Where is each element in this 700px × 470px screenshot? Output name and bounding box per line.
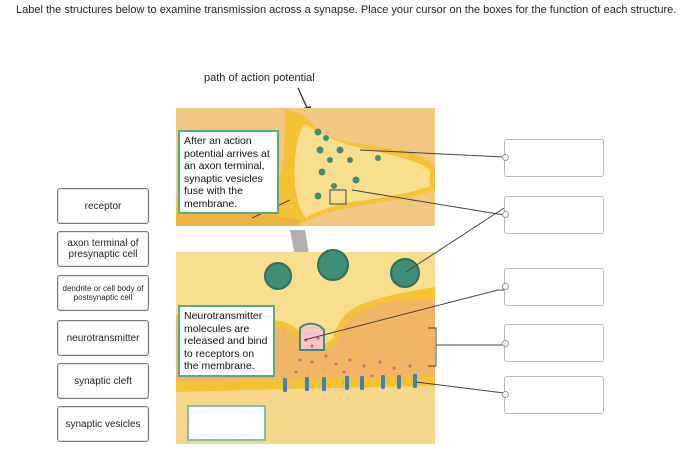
top-panel (176, 108, 435, 226)
axon-cytoplasm (294, 124, 430, 218)
term-synaptic-vesicles[interactable]: synaptic vesicles (57, 406, 149, 442)
zoom-box (329, 189, 347, 205)
answer-box-1-knob (502, 154, 509, 161)
answer-box-5-knob (502, 391, 509, 398)
vesicles-top (314, 128, 381, 200)
answer-box-2[interactable] (504, 196, 604, 234)
function-callout-empty[interactable] (187, 405, 266, 441)
answer-box-3[interactable] (504, 268, 604, 306)
answer-box-4-knob (502, 340, 509, 347)
path-of-action-potential-label: path of action potential (204, 72, 315, 84)
term-axon-terminal[interactable]: axon terminal of presynaptic cell (57, 231, 149, 267)
answer-box-3-knob (502, 283, 509, 290)
vesicle-large-2 (318, 250, 348, 280)
receptors (283, 374, 417, 392)
fusing-vesicle (299, 322, 325, 351)
neurotransmitter-dots (294, 336, 412, 378)
answer-box-2-knob (502, 211, 509, 218)
action-potential-arrow (297, 87, 309, 111)
term-neurotransmitter[interactable]: neurotransmitter (57, 320, 149, 356)
instructions-text: Label the structures below to examine tr… (16, 4, 677, 16)
leader-lines (251, 149, 505, 394)
function-callout-vesicles[interactable]: After an action potential arrives at an … (178, 130, 279, 214)
answer-box-5[interactable] (504, 376, 604, 414)
answer-box-4[interactable] (504, 324, 604, 362)
presynaptic-cytoplasm (176, 252, 435, 348)
vesicle-large-1 (265, 263, 291, 289)
vesicle-large-3 (391, 259, 419, 287)
term-synaptic-cleft[interactable]: synaptic cleft (57, 363, 149, 399)
answer-box-1[interactable] (504, 139, 604, 177)
term-dendrite-cell-body[interactable]: dendrite or cell body of postsynaptic ce… (57, 275, 149, 311)
function-callout-neurotransmitter[interactable]: Neurotransmitter molecules are released … (178, 305, 275, 377)
term-receptor[interactable]: receptor (57, 188, 149, 224)
